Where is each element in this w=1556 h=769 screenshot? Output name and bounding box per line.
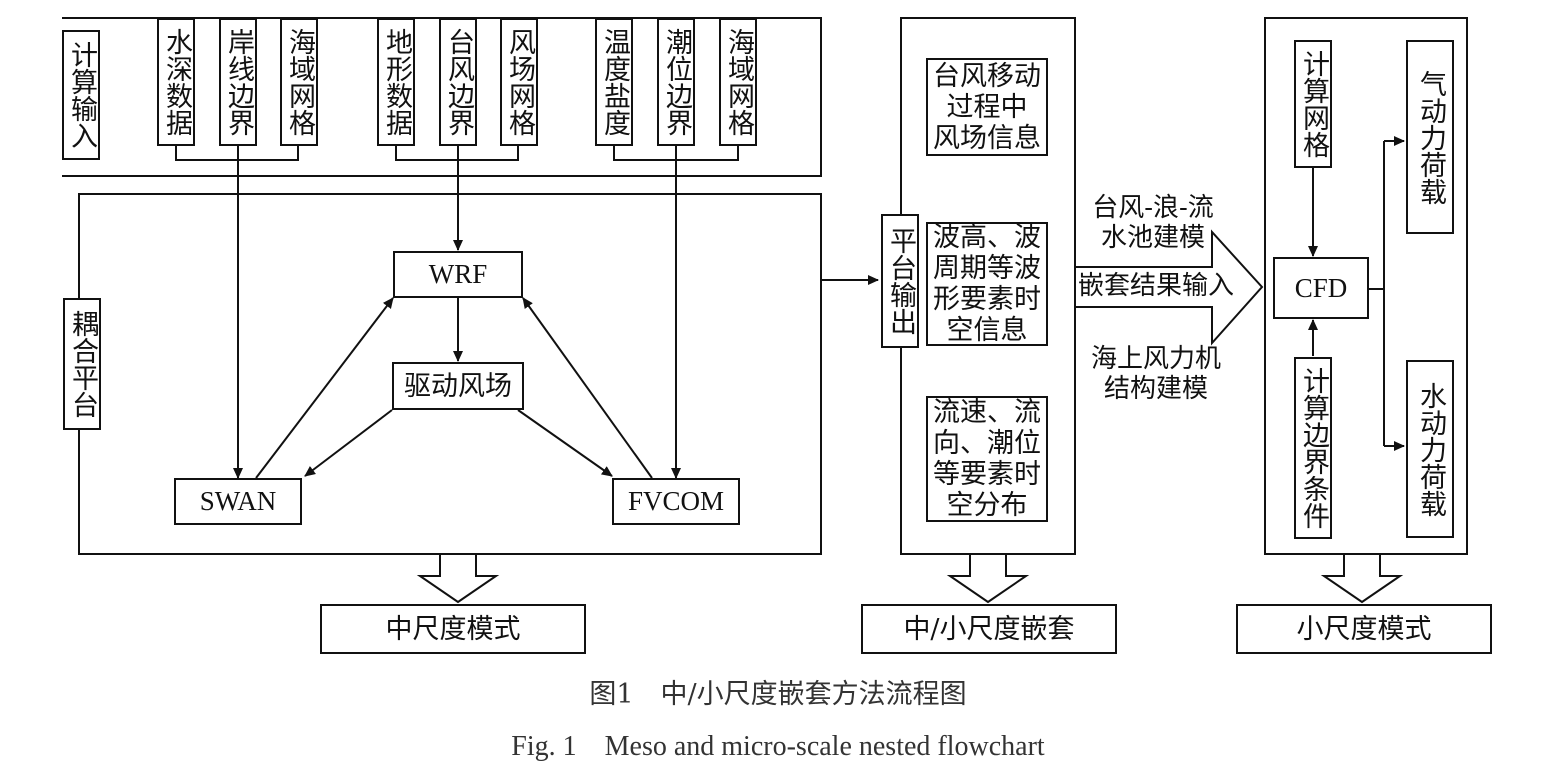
hydro-load: 水动力荷载: [1406, 360, 1454, 538]
input-tide-boundary: 潮位边界: [657, 18, 695, 146]
driving-wind-node: 驱动风场: [392, 362, 524, 410]
input-label: 计算输入: [62, 30, 100, 160]
caption-chinese: 图1 中/小尺度嵌套方法流程图: [589, 679, 967, 710]
micro-scale-label: 小尺度模式: [1236, 604, 1492, 654]
swan-to-wrf: [255, 297, 394, 479]
input-shoreline: 岸线边界: [219, 18, 257, 146]
caption-english: Fig. 1 Meso and micro-scale nested flowc…: [511, 731, 1045, 762]
fvcom-node: FVCOM: [612, 478, 740, 525]
arrow-text-turbine-modeling: 海上风力机 结构建模: [1090, 344, 1221, 404]
big-arrow: [1076, 229, 1264, 346]
output-wave-info: 波高、波 周期等波 形要素时 空信息: [926, 222, 1048, 346]
output-wind-field-info: 台风移动 过程中 风场信息: [926, 58, 1048, 156]
cfd-panel: [1264, 17, 1468, 555]
coupling-label: 耦合平台: [63, 298, 101, 430]
input-temp-salinity: 温度盐度: [595, 18, 633, 146]
cfd-node: CFD: [1273, 257, 1369, 319]
input-wind-grid: 风场网格: [500, 18, 538, 146]
input-typhoon-boundary: 台风边界: [439, 18, 477, 146]
cfd-boundary: 计算边界条件: [1294, 357, 1332, 539]
input-terrain: 地形数据: [377, 18, 415, 146]
aero-load: 气动力荷载: [1406, 40, 1454, 234]
meso-scale-label: 中尺度模式: [320, 604, 586, 654]
nested-label: 中/小尺度嵌套: [861, 604, 1117, 654]
down-arrow-3: [1320, 555, 1404, 604]
wind-to-swan: [304, 409, 393, 477]
arrow-text-nested-input: 嵌套结果输入: [1078, 271, 1235, 301]
wind-to-fvcom: [517, 409, 613, 477]
down-arrow-2: [946, 555, 1030, 604]
input-sea-grid-1: 海域网格: [280, 18, 318, 146]
arrow-text-pool-modeling: 台风-浪-流 水池建模: [1092, 193, 1214, 253]
platform-output-label: 平台输出: [881, 214, 919, 348]
input-sea-grid-2: 海域网格: [719, 18, 757, 146]
input-water-depth: 水深数据: [157, 18, 195, 146]
wrf-node: WRF: [393, 251, 523, 298]
cfd-grid: 计算网格: [1294, 40, 1332, 168]
down-arrow-1: [416, 555, 500, 604]
swan-node: SWAN: [174, 478, 302, 525]
output-current-info: 流速、流 向、潮位 等要素时 空分布: [926, 396, 1048, 522]
fvcom-to-wrf: [522, 297, 653, 479]
